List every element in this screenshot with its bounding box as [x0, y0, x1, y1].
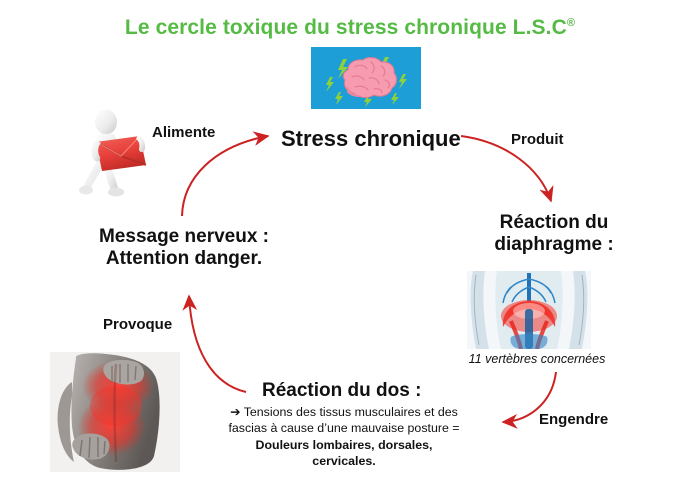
stressed-brain-icon [311, 47, 421, 109]
bullet-arrow-icon: ➔ [230, 405, 241, 419]
reaction-dos-detail-line4: cervicales. [312, 454, 376, 469]
mail-carrier-illustration [79, 109, 147, 197]
reaction-dos-detail: ➔ Tensions des tissus musculaires et des… [196, 404, 492, 470]
reaction-dos-detail-line2: fascias à cause d’une mauvaise posture = [228, 421, 460, 436]
back-pain-photo [50, 352, 180, 472]
diaphragme-caption: 11 vertèbres concernées [468, 352, 606, 366]
arrow-provoque [182, 294, 247, 393]
node-reaction-diaphragme-line2: diaphragme : [494, 234, 614, 256]
page-title: Le cercle toxique du stress chronique L.… [0, 16, 700, 40]
diaphragm-illustration [467, 271, 591, 349]
node-stress-chronique: Stress chronique [281, 126, 461, 151]
page-title-text: Le cercle toxique du stress chronique L.… [124, 16, 567, 39]
back-pain-illustration [50, 352, 180, 472]
connector-label-provoque: Provoque [103, 316, 173, 333]
arrow-alimente [181, 131, 270, 217]
brain-illustration [311, 47, 421, 109]
connector-label-produit: Produit [511, 131, 564, 148]
reaction-dos-detail-line3: Douleurs lombaires, dorsales, [255, 437, 433, 452]
mail-carrier-figure-icon [76, 108, 154, 202]
registered-trademark-icon: ® [566, 17, 576, 29]
reaction-dos-detail-line1: Tensions des tissus musculaires et des [243, 405, 458, 419]
node-reaction-diaphragme-line1: Réaction du [499, 212, 609, 233]
node-reaction-dos-heading: Réaction du dos : [262, 380, 422, 401]
node-message-nerveux-line1: Message nerveux : [98, 226, 270, 247]
node-reaction-diaphragme: Réaction du diaphragme : [474, 212, 634, 257]
node-message-nerveux-line2: Attention danger. [105, 248, 263, 270]
connector-label-engendre: Engendre [539, 411, 609, 428]
diaphragm-anatomy-image [467, 271, 591, 349]
node-message-nerveux: Message nerveux : Attention danger. [84, 226, 284, 271]
connector-label-alimente: Alimente [152, 124, 216, 141]
